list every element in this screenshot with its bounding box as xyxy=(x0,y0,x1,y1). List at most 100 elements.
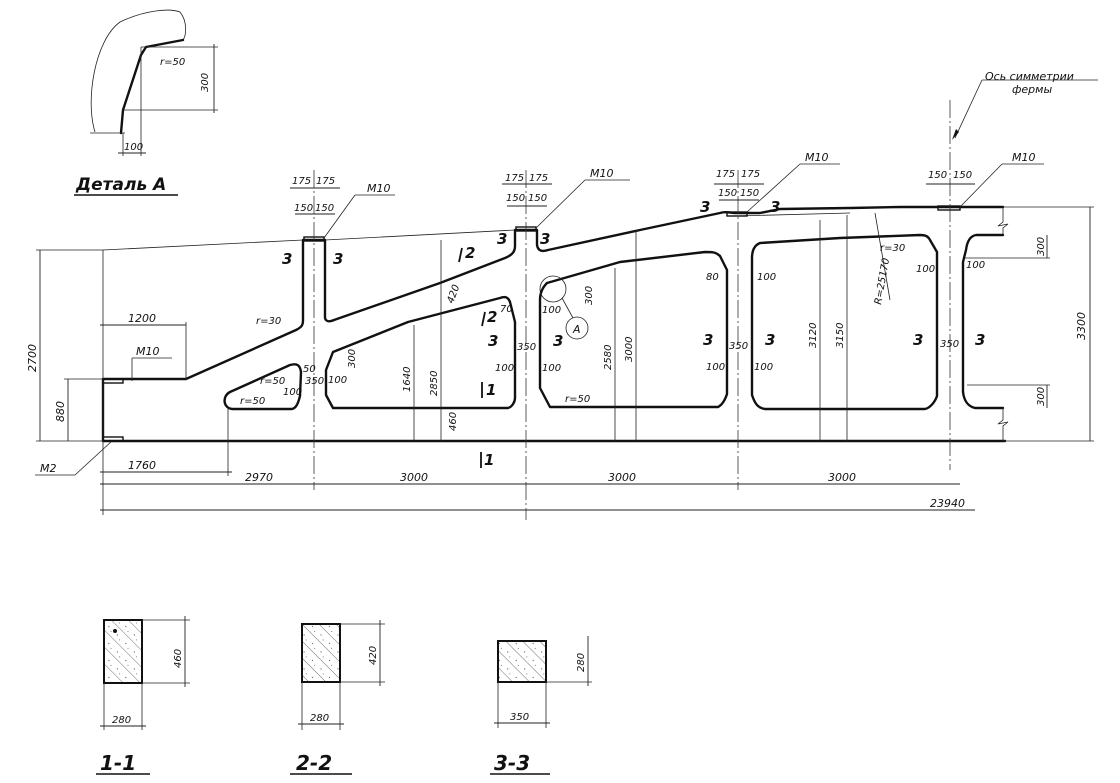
svg-text:100: 100 xyxy=(542,305,561,316)
svg-text:150: 150 xyxy=(928,170,947,181)
svg-text:100: 100 xyxy=(916,264,935,275)
detail-a-width: 100 xyxy=(124,142,143,153)
svg-text:175: 175 xyxy=(716,169,735,180)
svg-text:100: 100 xyxy=(757,272,776,283)
svg-text:100: 100 xyxy=(495,363,514,374)
svg-text:175: 175 xyxy=(316,176,335,187)
svg-text:300: 300 xyxy=(1036,387,1047,406)
svg-text:420: 420 xyxy=(368,646,379,665)
dim-2580: 2580 xyxy=(603,345,614,370)
symmetry-axis-label: Ось симметрии фермы xyxy=(952,70,1098,140)
callout-a: A xyxy=(572,323,581,336)
section-title: 2-2 xyxy=(296,751,332,775)
svg-text:3: 3 xyxy=(975,331,985,349)
dim-1200: 1200 xyxy=(128,312,156,325)
svg-text:280: 280 xyxy=(112,715,131,726)
dim-3300: 3300 xyxy=(1075,312,1088,340)
svg-text:Ось симметрии: Ось симметрии xyxy=(985,70,1074,83)
svg-text:175: 175 xyxy=(741,169,760,180)
dim-420: 420 xyxy=(445,283,462,305)
dim-3000-b: 3000 xyxy=(608,471,636,484)
svg-text:150: 150 xyxy=(718,188,737,199)
dim-3150: 3150 xyxy=(835,323,846,348)
svg-text:1: 1 xyxy=(486,381,496,399)
svg-text:175: 175 xyxy=(292,176,311,187)
svg-text:3: 3 xyxy=(553,332,563,350)
svg-text:r=30: r=30 xyxy=(256,316,281,327)
svg-text:3: 3 xyxy=(333,250,343,268)
svg-text:3: 3 xyxy=(497,230,507,248)
svg-text:3: 3 xyxy=(765,331,775,349)
dim-460: 460 xyxy=(448,412,459,431)
svg-text:350: 350 xyxy=(305,376,324,387)
svg-text:r=50: r=50 xyxy=(260,376,285,387)
svg-text:3: 3 xyxy=(770,198,780,216)
svg-text:350: 350 xyxy=(729,341,748,352)
dim-3120: 3120 xyxy=(808,323,819,348)
section-1-1: 460 280 1-1 xyxy=(96,616,190,775)
dim-3000-v: 3000 xyxy=(624,337,635,362)
dim-1640: 1640 xyxy=(402,367,413,392)
svg-text:3: 3 xyxy=(540,230,550,248)
svg-text:300: 300 xyxy=(347,349,358,368)
dim-3000-a: 3000 xyxy=(400,471,428,484)
svg-text:50: 50 xyxy=(303,364,316,375)
m10-label: M10 xyxy=(805,151,829,164)
svg-text:70: 70 xyxy=(500,304,513,315)
svg-text:150: 150 xyxy=(740,188,759,199)
svg-text:r=50: r=50 xyxy=(240,396,265,407)
m2-label: M2 xyxy=(40,462,57,475)
dim-2850: 2850 xyxy=(429,371,440,396)
dimension-lines xyxy=(35,163,1094,515)
detail-a-radius: r=50 xyxy=(160,57,185,68)
svg-text:3: 3 xyxy=(488,332,498,350)
dim-1760: 1760 xyxy=(128,459,156,472)
m10-label: M10 xyxy=(136,345,160,358)
svg-text:150: 150 xyxy=(294,203,313,214)
dim-23940: 23940 xyxy=(930,497,965,510)
svg-text:460: 460 xyxy=(173,649,184,668)
svg-text:100: 100 xyxy=(966,260,985,271)
svg-text:3: 3 xyxy=(703,331,713,349)
svg-text:150: 150 xyxy=(315,203,334,214)
svg-text:100: 100 xyxy=(542,363,561,374)
detail-a: r=50 300 100 Деталь А xyxy=(74,9,218,196)
axis-lines xyxy=(313,100,951,520)
svg-text:150: 150 xyxy=(528,193,547,204)
dim-radius-r25170: R=25170 xyxy=(873,257,892,305)
svg-text:175: 175 xyxy=(529,173,548,184)
svg-text:фермы: фермы xyxy=(1012,83,1052,96)
detail-a-height: 300 xyxy=(200,73,211,92)
svg-text:300: 300 xyxy=(1036,237,1047,256)
svg-text:100: 100 xyxy=(328,375,347,386)
svg-text:100: 100 xyxy=(706,362,725,373)
dim-3000-c: 3000 xyxy=(828,471,856,484)
section-2-2: 420 280 2-2 xyxy=(290,620,385,775)
svg-text:100: 100 xyxy=(283,387,302,398)
m10-label: M10 xyxy=(590,167,614,180)
svg-text:150: 150 xyxy=(953,170,972,181)
svg-text:175: 175 xyxy=(505,173,524,184)
detail-a-title: Деталь А xyxy=(75,175,166,195)
section-title: 3-3 xyxy=(494,751,530,775)
svg-text:350: 350 xyxy=(517,342,536,353)
svg-text:350: 350 xyxy=(510,712,529,723)
svg-text:280: 280 xyxy=(576,653,587,672)
svg-text:280: 280 xyxy=(310,713,329,724)
dim-2700: 2700 xyxy=(26,344,39,372)
svg-text:300: 300 xyxy=(584,286,595,305)
m10-label: M10 xyxy=(367,182,391,195)
svg-text:1: 1 xyxy=(484,451,494,469)
svg-text:100: 100 xyxy=(754,362,773,373)
section-title: 1-1 xyxy=(100,751,136,775)
svg-text:3: 3 xyxy=(700,198,710,216)
svg-text:r=30: r=30 xyxy=(880,243,905,254)
dim-2970: 2970 xyxy=(245,471,273,484)
svg-text:3: 3 xyxy=(913,331,923,349)
section-3-3: 280 350 3-3 xyxy=(490,636,592,775)
svg-text:2: 2 xyxy=(487,308,497,326)
dimension-labels: 2700 880 3300 1200 1760 2970 3000 3000 3… xyxy=(26,151,1088,510)
svg-text:350: 350 xyxy=(940,339,959,350)
m10-label: M10 xyxy=(1012,151,1036,164)
